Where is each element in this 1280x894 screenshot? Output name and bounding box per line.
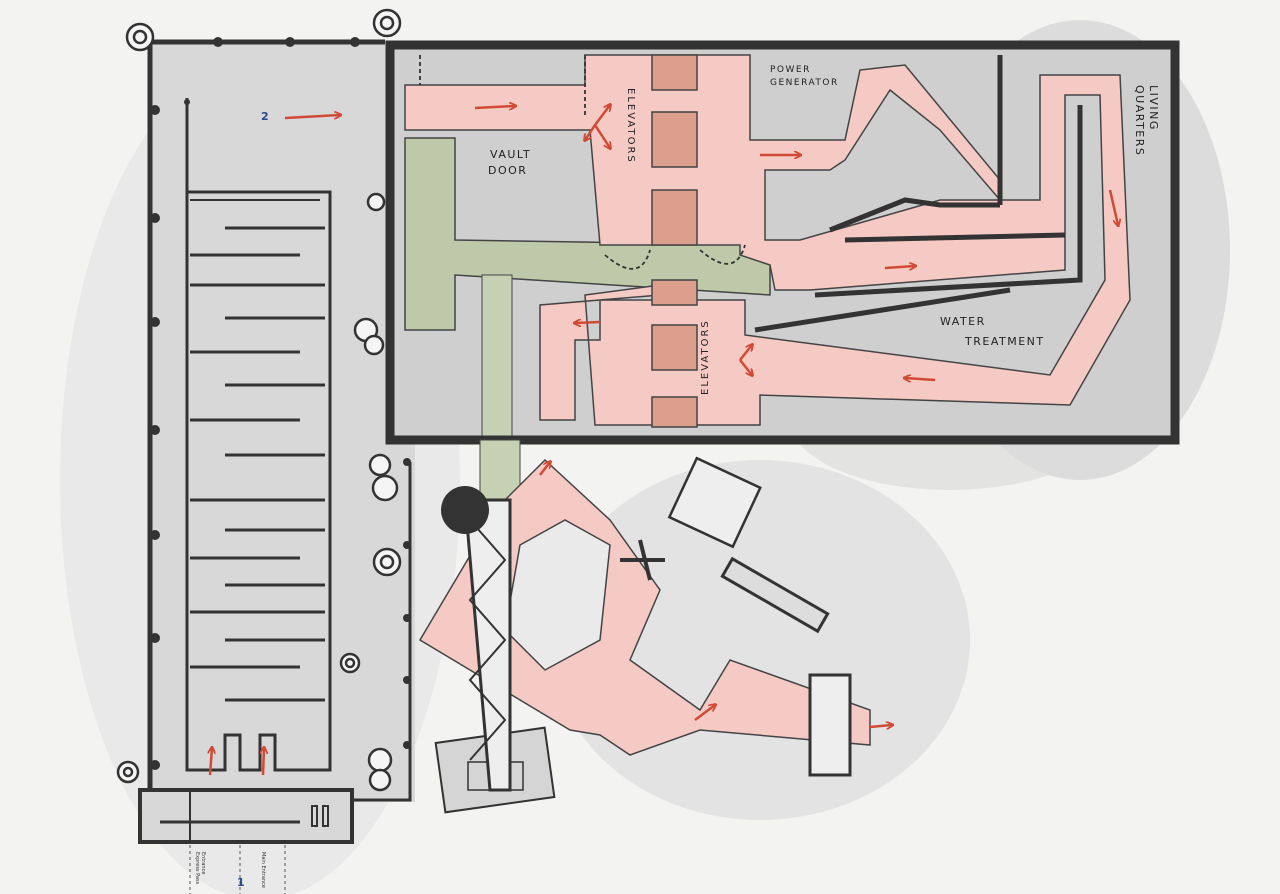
marker-2: 2: [261, 110, 269, 123]
wall-posts: [150, 37, 411, 770]
entrance-kiosk: [138, 788, 354, 894]
water-treatment-label: WATER: [940, 315, 986, 328]
vault-door-label: VAULT: [490, 148, 531, 161]
elevators-top-label: ELEVATORS: [625, 88, 636, 164]
tree-icons: [116, 8, 402, 792]
living-quarters-label-2: QUARTERS: [1133, 85, 1146, 156]
power-generator-label: POWER: [770, 65, 811, 75]
show-building: [385, 40, 1180, 445]
express-pass-label: Express Pass: [194, 852, 200, 885]
outdoor-area: [418, 439, 871, 814]
power-generator-label-2: GENERATOR: [770, 78, 839, 88]
direction-arrows: [210, 105, 1118, 776]
area-labels: VAULT DOOR ELEVATORS ELEVATORS POWER GEN…: [194, 65, 1160, 889]
outer-queue-building: [147, 39, 415, 802]
express-pass-label-2: Entrance: [200, 852, 206, 874]
switchback-lines: [190, 226, 325, 702]
living-quarters-label: LIVING: [1147, 85, 1160, 131]
water-treatment-label-2: TREATMENT: [964, 335, 1045, 348]
vault-door-label-2: DOOR: [488, 164, 527, 177]
elevators-bottom-label: ELEVATORS: [700, 319, 711, 395]
marker-1: 1: [237, 876, 245, 889]
main-entrance-label: Main Entrance: [260, 852, 266, 888]
